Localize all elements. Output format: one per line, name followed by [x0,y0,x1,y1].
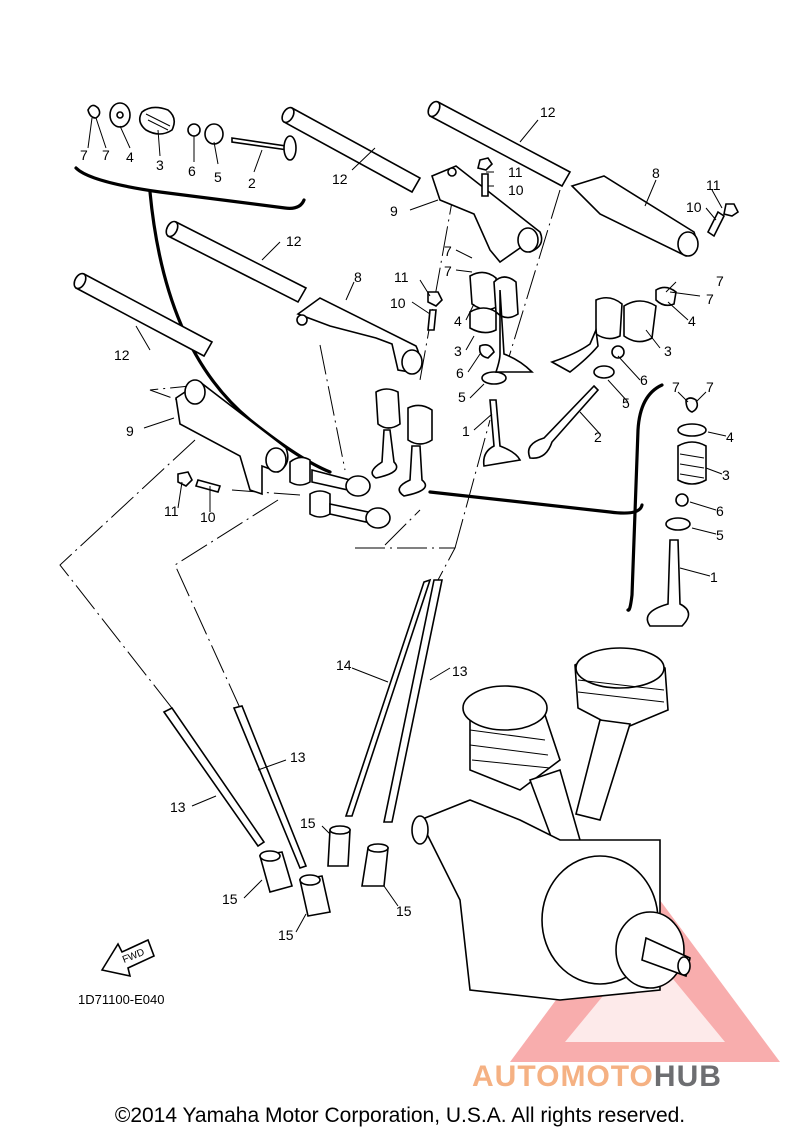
callout-8: 8 [652,165,660,181]
valve-assemblies-right [527,286,707,627]
fwd-direction-arrow: FWD [100,938,156,978]
crankshaft-piston-assembly [411,647,691,1001]
callout-10: 10 [508,182,524,198]
callout-9: 9 [390,203,398,219]
callout-4: 4 [688,313,696,329]
callout-3: 3 [156,157,164,173]
callout-10: 10 [686,199,702,215]
rocker-shaft-top-middle [281,106,422,194]
copyright-footer: ©2014 Yamaha Motor Corporation, U.S.A. A… [114,1104,686,1127]
callout-7: 7 [706,379,714,395]
callout-4: 4 [454,313,462,329]
centre-lines-upper [149,184,561,471]
rocker-arm-middle [296,297,423,375]
callout-7: 7 [444,263,452,279]
callout-1: 1 [710,569,718,585]
callout-3: 3 [722,467,730,483]
callout-2: 2 [248,175,256,191]
adjust-screws [177,157,740,493]
callout-2: 2 [594,429,602,445]
callout-7: 7 [706,291,714,307]
callout-14: 14 [336,657,352,673]
callout-12: 12 [114,347,130,363]
callout-6: 6 [456,365,464,381]
callout-15: 15 [222,891,238,907]
callout-7: 7 [102,147,110,163]
callout-5: 5 [214,169,222,185]
callout-11: 11 [706,177,721,193]
callout-13: 13 [452,663,468,679]
callout-11: 11 [164,503,179,519]
rocker-shaft-middle-left [165,220,308,304]
group-bracket-right [626,383,664,612]
callout-3: 3 [454,343,462,359]
callout-11: 11 [508,164,523,180]
callout-3: 3 [664,343,672,359]
rocker-arm-top [431,165,543,264]
callout-10: 10 [200,509,216,525]
callout-12: 12 [540,104,556,120]
callout-labels: 7 7 4 3 6 5 2 12 9 12 11 10 8 11 10 12 8… [80,104,734,943]
callout-5: 5 [458,389,466,405]
watermark-triangle-inner [565,945,725,1042]
leader-lines [87,117,727,933]
valve-lifters [258,825,389,917]
callout-7: 7 [716,273,724,289]
callout-8: 8 [354,269,362,285]
callout-5: 5 [622,395,630,411]
callout-4: 4 [726,429,734,445]
group-bracket-top-left [74,166,306,210]
callout-7: 7 [672,379,680,395]
callout-15: 15 [396,903,412,919]
callout-11: 11 [394,269,409,285]
valve-assemblies-centre [289,271,534,529]
callout-6: 6 [716,503,724,519]
callout-15: 15 [300,815,316,831]
rocker-arm-lower [175,379,289,496]
callout-13: 13 [290,749,306,765]
watermark-text-part1: AUTOMOTO [472,1060,654,1093]
watermark-text-part2: HUB [654,1060,722,1093]
callout-6: 6 [640,372,648,388]
callout-7: 7 [80,147,88,163]
push-rods [162,578,443,869]
rocker-shaft-lower-left [73,272,214,358]
callout-5: 5 [716,527,724,543]
centre-lines-misc [231,489,421,546]
callout-9: 9 [126,423,134,439]
callout-12: 12 [332,171,348,187]
rocker-arm-right [570,175,699,257]
callout-7: 7 [444,243,452,259]
rocker-shaft-top-right [427,100,572,188]
callout-12: 12 [286,233,302,249]
callout-13: 13 [170,799,186,815]
callout-10: 10 [390,295,406,311]
callout-15: 15 [278,927,294,943]
callout-4: 4 [126,149,134,165]
callout-1: 1 [462,423,470,439]
centre-lines-lower [59,419,491,713]
group-bracket-connector-right [428,490,644,515]
drawing-code: 1D71100-E040 [78,992,165,1007]
watermark-text: AUTOMOTOHUB [472,1060,722,1093]
callout-6: 6 [188,163,196,179]
valve-parts-top-left [87,102,297,161]
